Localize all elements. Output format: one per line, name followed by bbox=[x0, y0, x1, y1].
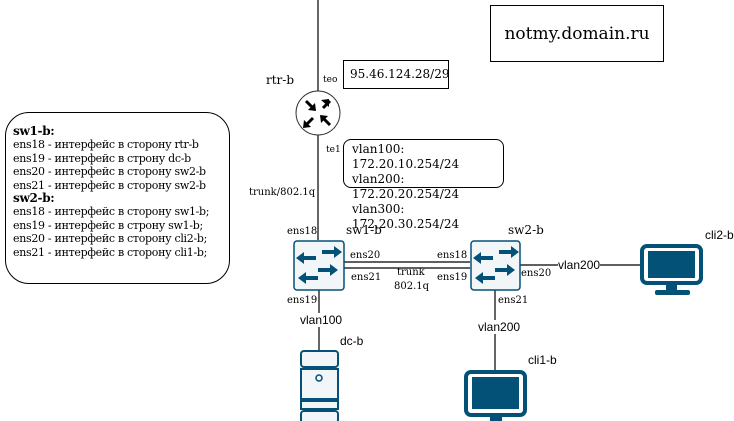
sw2-ens19-label: ens19 bbox=[437, 272, 468, 283]
cli2-monitor-icon bbox=[640, 244, 703, 295]
cli2-vlan-label: vlan200 bbox=[558, 258, 601, 272]
sw1-name: sw1-b bbox=[346, 223, 382, 237]
dc-server-icon bbox=[300, 350, 339, 421]
router-icon bbox=[295, 90, 341, 136]
legend-line: ens20 - интерфейс в сторону sw2-b bbox=[13, 165, 206, 179]
router-te0-label: teo bbox=[323, 75, 338, 85]
sw2-ens20-label: ens20 bbox=[521, 268, 552, 279]
legend-line: ens21 - интерфейс в сторону sw2-b bbox=[13, 178, 206, 192]
legend-line: ens18 - интерфейс в сторону sw1-b; bbox=[13, 205, 210, 219]
trunk-label: trunk bbox=[397, 267, 425, 278]
legend-line: ens18 - интерфейс в сторону rtr-b bbox=[13, 138, 199, 152]
vlan-line: vlan200: 172.20.20.254/24 bbox=[352, 172, 460, 201]
sw1-switch-icon bbox=[293, 240, 345, 291]
sw1-ens20-label: ens20 bbox=[350, 250, 381, 261]
wan-ip: 95.46.124.28/29 bbox=[350, 67, 450, 81]
sw2-ens21-label: ens21 bbox=[498, 295, 529, 306]
legend-line: ens19 - интерфейс в строну dc-b bbox=[13, 151, 191, 165]
cli2-name: cli2-b bbox=[705, 228, 734, 242]
dc-name: dc-b bbox=[340, 334, 364, 348]
sw1-ens21-label: ens21 bbox=[351, 272, 382, 283]
vlan-line: vlan100: 172.20.10.254/24 bbox=[352, 142, 460, 171]
sw2-switch-icon bbox=[470, 240, 521, 291]
sw2-ens18-label: ens18 bbox=[437, 250, 468, 261]
cli1-vlan-label: vlan200 bbox=[478, 320, 521, 334]
legend-line: ens19 - интерфейс в строну sw1-b; bbox=[13, 218, 203, 232]
legend-sw2-title: sw2-b: bbox=[13, 191, 55, 206]
dc-vlan-label: vlan100 bbox=[300, 313, 343, 327]
sw2-name: sw2-b bbox=[508, 223, 544, 237]
legend-line: ens20 - интерфейс в сторону cli2-b; bbox=[13, 232, 208, 246]
domain-box: notmy.domain.ru bbox=[490, 5, 664, 62]
router-name: rtr-b bbox=[266, 73, 295, 87]
domain-label: notmy.domain.ru bbox=[504, 23, 650, 44]
cli1-monitor-icon bbox=[464, 370, 527, 421]
rtr-sw1-link-label: trunk/802.1q bbox=[249, 187, 316, 198]
legend-sw1-title: sw1-b: bbox=[13, 124, 55, 138]
sw1-ens19-label: ens19 bbox=[287, 295, 318, 306]
vlan-box: vlan100: 172.20.10.254/24 vlan200: 172.2… bbox=[343, 139, 504, 231]
vlan-line: vlan300: 172.20.30.254/24 bbox=[352, 202, 460, 231]
trunk-proto-label: 802.1q bbox=[394, 281, 430, 292]
sw1-ens18-label: ens18 bbox=[287, 226, 318, 237]
router-te1-label: te1 bbox=[326, 145, 341, 155]
wan-ip-box: 95.46.124.28/29 bbox=[343, 60, 449, 89]
legend-box: sw1-b: ens18 - интерфейс в сторону rtr-b… bbox=[5, 112, 230, 284]
legend-line: ens21 - интерфейс в сторону cli1-b; bbox=[13, 245, 208, 259]
cli1-name: cli1-b bbox=[528, 353, 557, 367]
